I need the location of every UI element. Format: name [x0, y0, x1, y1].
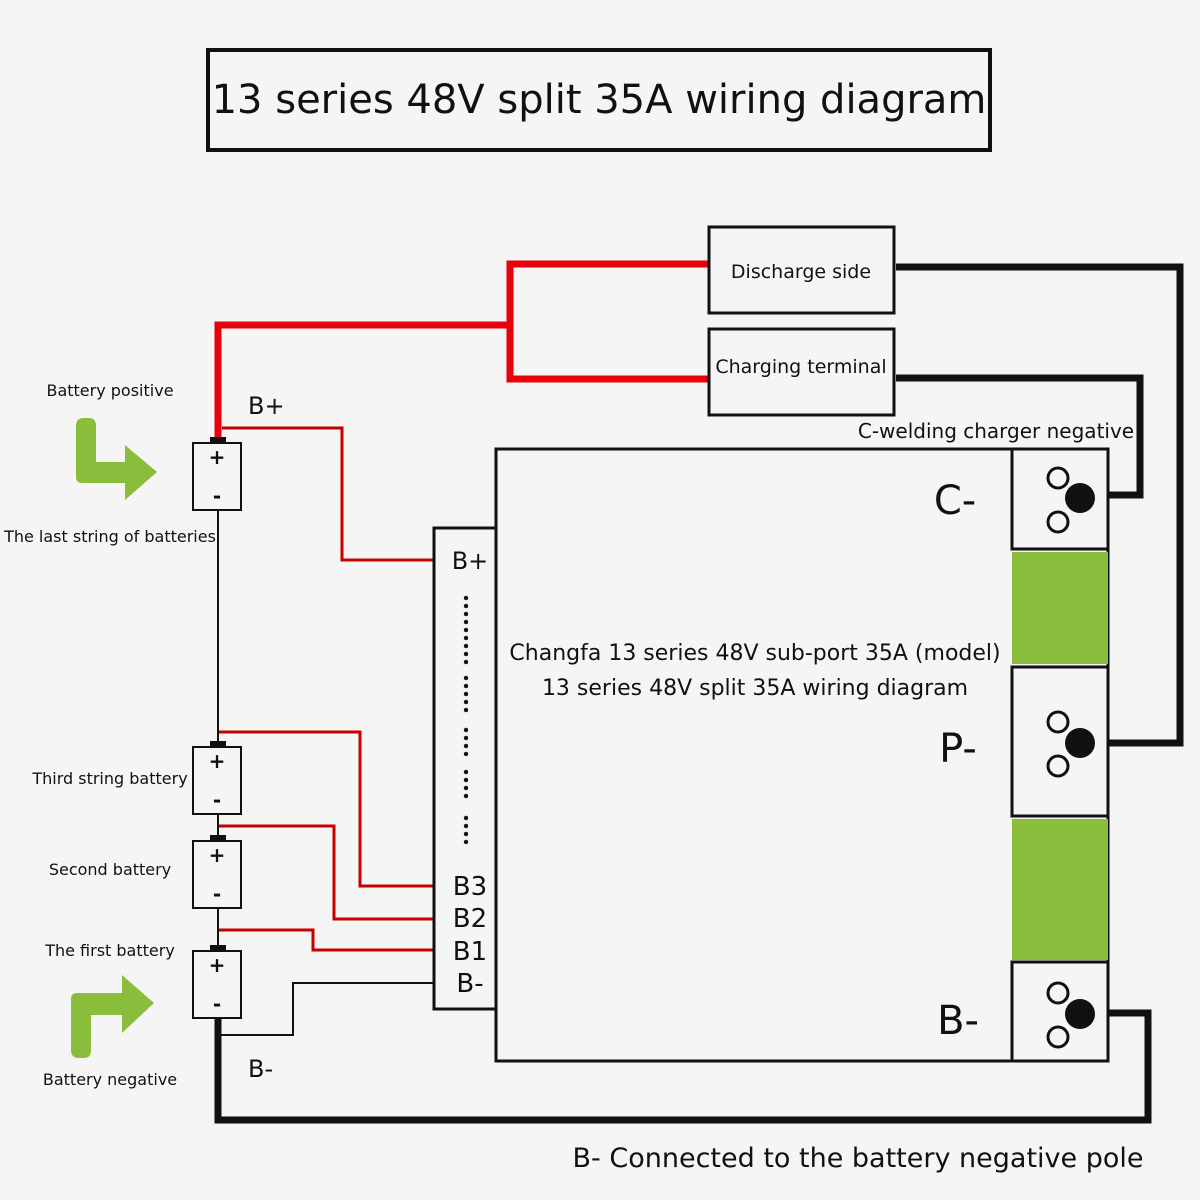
sense-wire-b2 [218, 824, 434, 921]
sense-pin-dots [463, 595, 469, 845]
green-pad [1012, 552, 1108, 664]
sense-wire-b3 [218, 730, 434, 888]
pin-dot [463, 643, 469, 649]
discharge-terminal-label: Discharge side [731, 261, 871, 283]
battery-plus-sign: + [209, 953, 226, 977]
solder-point-p-minus-icon [1046, 710, 1095, 778]
sense-pin-b1: B1 [453, 937, 487, 967]
pin-dot [463, 683, 469, 689]
battery-third-label: Third string battery [31, 769, 187, 788]
battery-plus-sign: + [209, 843, 226, 867]
pin-dot [463, 659, 469, 665]
c-welding-label: C-welding charger negative [858, 419, 1134, 443]
sense-connector: B+ B3 B2 B1 B- [432, 526, 498, 1011]
pin-dot [463, 769, 469, 775]
battery-last-label: The last string of batteries [3, 527, 216, 546]
battery-first: + - [192, 945, 242, 1019]
sense-pin-bplus: B+ [452, 547, 489, 575]
pin-dot [463, 743, 469, 749]
b-plus-wire-label: B+ [248, 392, 285, 420]
sense-pin-bminus: B- [456, 969, 483, 999]
pin-dot [463, 691, 469, 697]
battery-second: + - [192, 835, 242, 909]
pin-dot [463, 751, 469, 757]
arrow-right-down-icon [76, 418, 157, 500]
battery-minus-sign: - [213, 882, 221, 906]
pin-dot [463, 839, 469, 845]
arrow-up-right-icon [71, 975, 154, 1058]
battery-second-label: Second battery [49, 860, 171, 879]
port-label-b-minus: B- [937, 998, 979, 1044]
pin-dot [463, 635, 469, 641]
battery-positive-label: Battery positive [46, 381, 173, 400]
series-chain [217, 510, 434, 1036]
battery-negative-label: Battery negative [43, 1070, 177, 1089]
sense-pin-b2: B2 [453, 904, 487, 934]
discharge-negative-wire [896, 263, 1184, 747]
solder-point-c-minus-icon [1046, 466, 1095, 534]
pin-dot [463, 699, 469, 705]
battery-third: + - [192, 741, 242, 815]
sense-wire-bminus [220, 982, 434, 1036]
battery-minus-sign: - [213, 788, 221, 812]
pin-dot [463, 627, 469, 633]
sense-wire-b1 [218, 928, 434, 952]
pin-dot [463, 595, 469, 601]
charging-negative-wire [896, 374, 1144, 499]
pin-dot [463, 831, 469, 837]
battery-minus-sign: - [213, 484, 221, 508]
battery-plus-sign: + [209, 445, 226, 469]
bms-board: Changfa 13 series 48V sub-port 35A (mode… [494, 447, 1110, 1063]
pin-dot [463, 823, 469, 829]
battery-negative-wire [214, 1009, 1152, 1124]
battery-minus-sign: - [213, 992, 221, 1016]
green-pad [1012, 819, 1108, 960]
diagram-title: 13 series 48V split 35A wiring diagram [206, 48, 992, 152]
main-positive-wire [214, 260, 710, 440]
b-minus-wire-label: B- [248, 1055, 273, 1083]
discharge-terminal: Discharge side [707, 225, 896, 315]
charging-terminal-label: Charging terminal [715, 356, 886, 378]
negative-wires [214, 263, 1184, 1124]
pin-dot [463, 619, 469, 625]
board-subtitle-line: 13 series 48V split 35A wiring diagram [542, 676, 968, 701]
pin-dot [463, 603, 469, 609]
pin-dot [463, 675, 469, 681]
pin-dot [463, 793, 469, 799]
battery-last: + - [192, 437, 242, 511]
pin-dot [463, 735, 469, 741]
battery-plus-sign: + [209, 749, 226, 773]
port-label-p-minus: P- [939, 726, 977, 772]
solder-point-b-minus-icon [1046, 981, 1095, 1049]
pin-dot [463, 727, 469, 733]
charging-terminal: Charging terminal [707, 327, 896, 417]
board-model-line: Changfa 13 series 48V sub-port 35A (mode… [509, 641, 1000, 666]
bottom-note: B- Connected to the battery negative pol… [573, 1143, 1144, 1174]
pin-dot [463, 815, 469, 821]
sense-wires [218, 426, 434, 952]
pin-dot [463, 707, 469, 713]
pin-dot [463, 611, 469, 617]
pin-dot [463, 651, 469, 657]
battery-first-label: The first battery [44, 941, 175, 960]
sense-pin-b3: B3 [453, 872, 487, 902]
pin-dot [463, 777, 469, 783]
port-label-c-minus: C- [934, 478, 976, 524]
sense-wire-bplus [222, 426, 434, 562]
pin-dot [463, 785, 469, 791]
